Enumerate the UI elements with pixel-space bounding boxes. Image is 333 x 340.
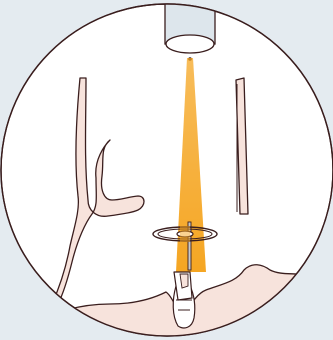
light-curing-illustration <box>0 0 333 340</box>
illustration-stage <box>0 0 333 340</box>
